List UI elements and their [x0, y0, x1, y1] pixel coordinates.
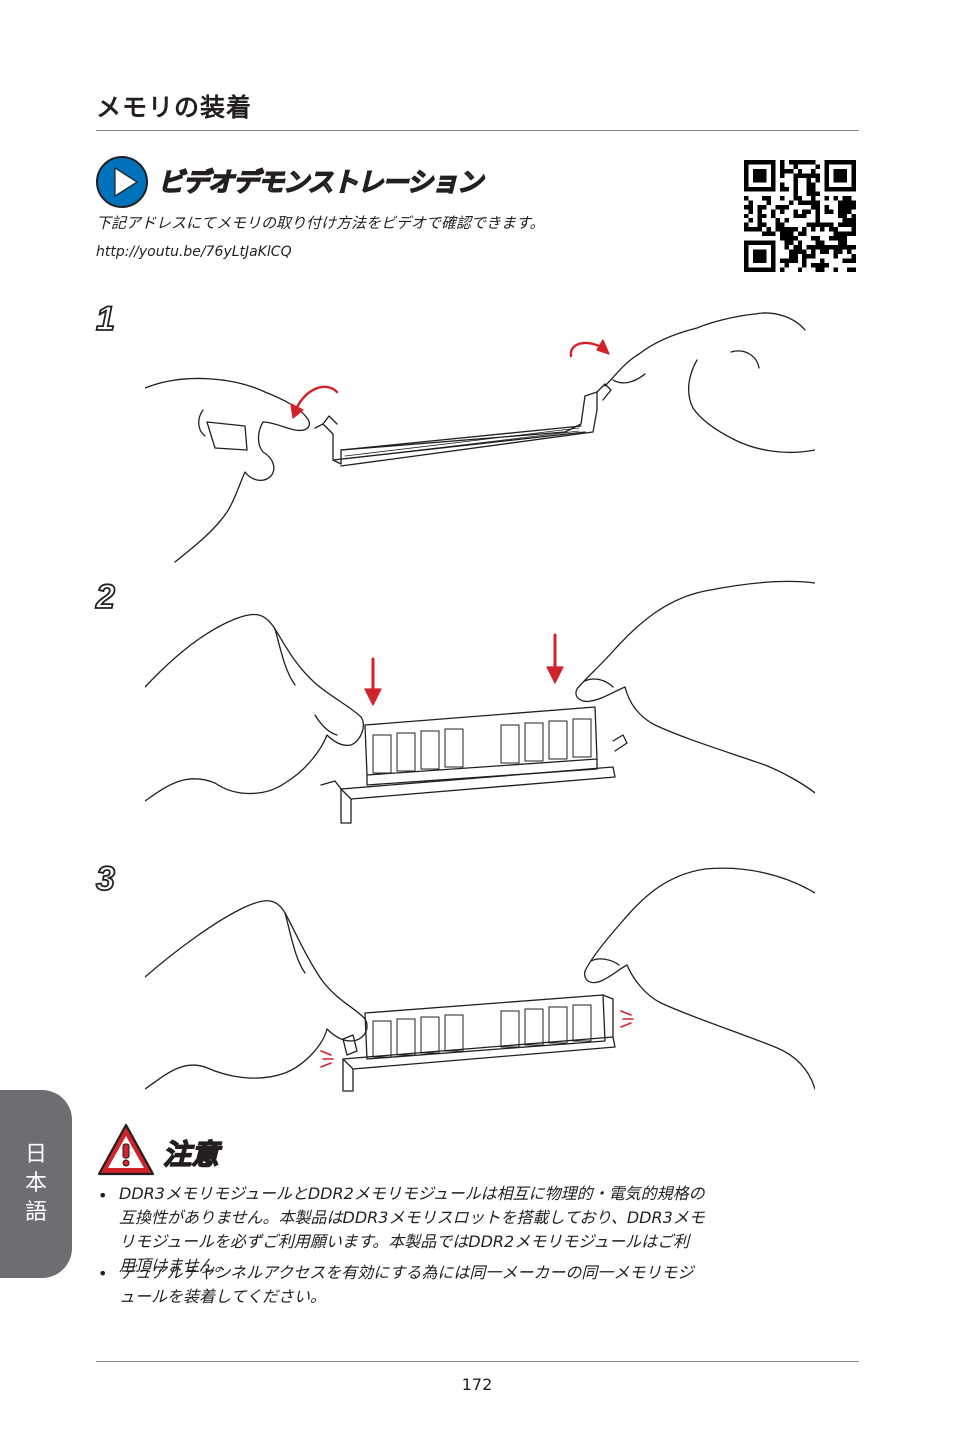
memory-module: [364, 706, 598, 786]
step-number-2: 2: [95, 577, 116, 617]
title-divider: [96, 130, 859, 131]
memory-chips: [372, 718, 592, 774]
language-side-tab-label: 日 本 語: [18, 1140, 54, 1227]
video-heading: ビデオデモンストレーション: [157, 167, 483, 198]
page-title: メモリの装着: [96, 93, 253, 122]
step-number-3: 3: [95, 859, 116, 899]
step2-illustration: [145, 580, 815, 824]
play-icon[interactable]: [95, 155, 149, 209]
step-number-1: 1: [95, 299, 116, 339]
bullet-marker: •: [98, 1186, 108, 1205]
memory-module: [364, 994, 606, 1060]
qr-code[interactable]: [744, 160, 856, 272]
click-marks: [320, 1010, 634, 1068]
bullet-marker: •: [98, 1264, 108, 1283]
notice-line: ュールを装着してください。: [119, 1287, 327, 1306]
notice-item-2: デュアルチャンネルアクセスを有効にする為には同一メーカーの同一メモリモジ ュール…: [119, 1261, 859, 1309]
side-tab-char: 本: [24, 1171, 47, 1196]
page-number: 172: [461, 1375, 493, 1394]
step3-illustration: [145, 867, 815, 1092]
notice-line: 用頂けません。: [119, 1256, 231, 1275]
footer-divider: [96, 1361, 859, 1362]
notice-line: デュアルチャンネルアクセスを有効にする為には同一メーカーの同一メモリモジ: [119, 1263, 694, 1282]
notice-line: 互換性がありません。本製品はDDR3メモリスロットを搭載しており、DDR3メモ: [119, 1208, 705, 1227]
notice-item-1: DDR3メモリモジュールとDDR2メモリモジュールは相互に物理的・電気的規格の …: [119, 1182, 859, 1278]
video-description: 下記アドレスにてメモリの取り付け方法をビデオで確認できます。: [96, 214, 545, 232]
warning-triangle-icon: [97, 1123, 155, 1176]
memory-slot: [342, 994, 616, 1092]
side-tab-char: 日: [24, 1142, 47, 1167]
side-tab-char: 語: [24, 1200, 47, 1225]
memory-chips: [372, 1004, 592, 1058]
notice-line: リモジュールを必ずご利用願います。本製品ではDDR2メモリモジュールはご利: [119, 1232, 690, 1251]
memory-slot: [320, 734, 628, 824]
memory-slot: [314, 383, 612, 467]
notice-heading: 注意: [162, 1137, 220, 1172]
video-url-link[interactable]: http://youtu.be/76yLtJaKlCQ: [96, 244, 292, 260]
language-side-tab: [0, 1090, 72, 1278]
step1-illustration: [145, 312, 815, 563]
notice-line: DDR3メモリモジュールとDDR2メモリモジュールは相互に物理的・電気的規格の: [119, 1184, 705, 1203]
